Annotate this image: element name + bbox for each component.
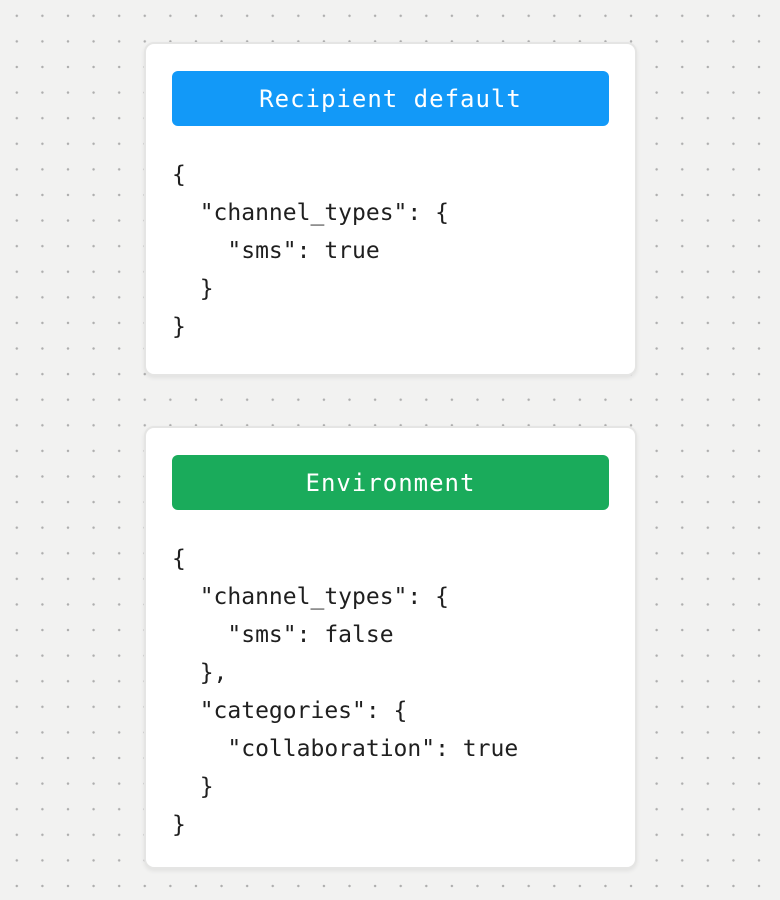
recipient-default-label: Recipient default [172, 71, 609, 126]
recipient-default-code-block: { "channel_types": { "sms": true } } [172, 162, 449, 340]
environment-label: Environment [172, 455, 609, 510]
environment-card: Environment { "channel_types": { "sms": … [144, 426, 637, 869]
recipient-default-card: Recipient default { "channel_types": { "… [144, 42, 637, 376]
environment-code-block: { "channel_types": { "sms": false }, "ca… [172, 546, 519, 838]
